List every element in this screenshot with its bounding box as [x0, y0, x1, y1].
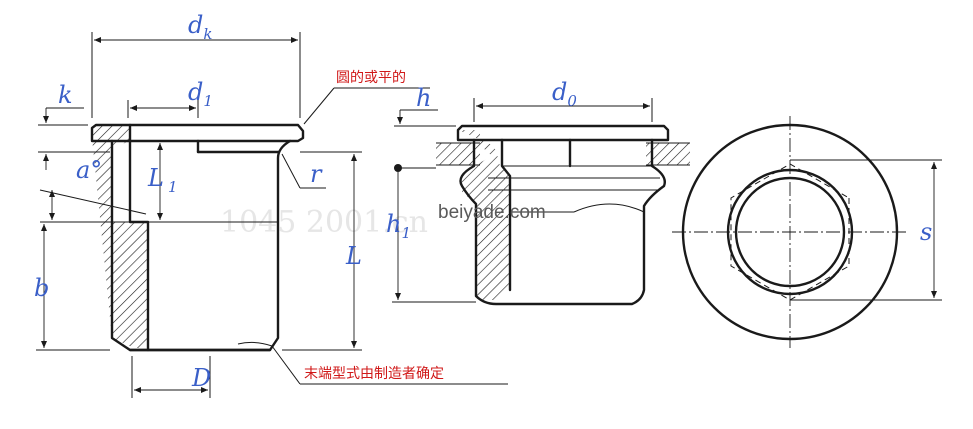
D-label: D [191, 364, 211, 392]
middle-head [456, 124, 670, 142]
middle-hatched-wall [458, 130, 510, 300]
middle-body [459, 138, 666, 306]
end-note-leader [271, 345, 301, 385]
r-label: r [310, 160, 323, 188]
d0-label: d0 [552, 78, 577, 110]
a-angle-line [39, 189, 147, 215]
s-label: s [920, 218, 932, 246]
hatched-wall [92, 125, 148, 348]
end-form-note: 末端型式由制造者确定 [304, 366, 444, 382]
L-label: L [345, 242, 362, 270]
h1-label: h1 [386, 210, 411, 242]
end-form-curve [237, 341, 273, 347]
h-label: h [416, 84, 431, 112]
right-end-view: s [672, 116, 942, 348]
d1-label: d1 [188, 78, 213, 110]
head-note-leader [303, 87, 335, 125]
k-label: k [58, 81, 73, 109]
r-leader [281, 153, 301, 189]
b-label: b [34, 274, 49, 302]
middle-thread-curve [573, 203, 645, 213]
middle-bore-left [500, 138, 512, 292]
dk-label: dk [188, 11, 212, 43]
plate-hatch-left [436, 143, 480, 165]
middle-installed-view: d0 h h1 beiyade.com [386, 78, 690, 306]
plate-hatch-right [646, 143, 690, 165]
watermark-text: beiyade.com [438, 202, 546, 223]
a-label: a° [76, 156, 102, 184]
head-outline [90, 123, 305, 143]
head-shape-note: 圆的或平的 [336, 70, 406, 86]
h1-datum-dot [394, 164, 402, 172]
